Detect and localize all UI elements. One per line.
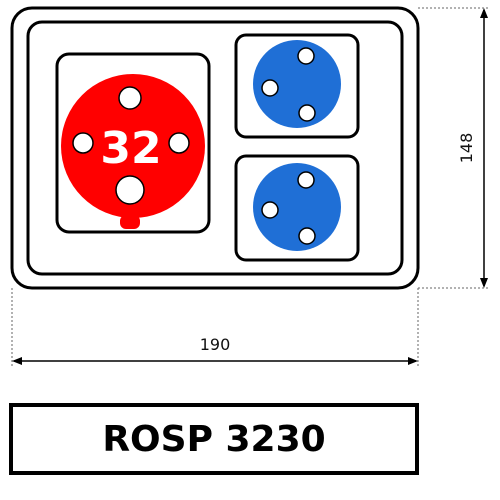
small-socket-top-pin-lower [298,104,316,122]
width-dimension: 190 [12,335,418,365]
large-socket-pin-top [118,86,142,110]
small-socket-bottom-pin-left [261,201,279,219]
height-label: 148 [457,133,476,164]
width-label: 190 [200,335,231,354]
small-socket-top-pin-upper [297,47,315,65]
large-socket: 32 [61,74,205,229]
large-socket-pin-right [168,132,190,154]
large-socket-rating: 32 [100,123,161,174]
large-socket-pin-left [72,132,94,154]
model-label: ROSP 3230 [9,403,419,475]
small-socket-bottom [253,163,341,251]
socket-box-diagram: 32 190 148 [10,6,490,368]
height-dimension: 148 [457,8,488,288]
large-socket-face [61,74,205,218]
small-socket-bottom-face [253,163,341,251]
small-socket-top-pin-left [261,79,279,97]
small-socket-top [253,40,341,128]
small-socket-bottom-pin-upper [297,171,315,189]
large-socket-pin-bottom [115,175,145,205]
large-socket-latch [120,215,140,229]
small-socket-top-face [253,40,341,128]
small-socket-bottom-pin-lower [298,227,316,245]
